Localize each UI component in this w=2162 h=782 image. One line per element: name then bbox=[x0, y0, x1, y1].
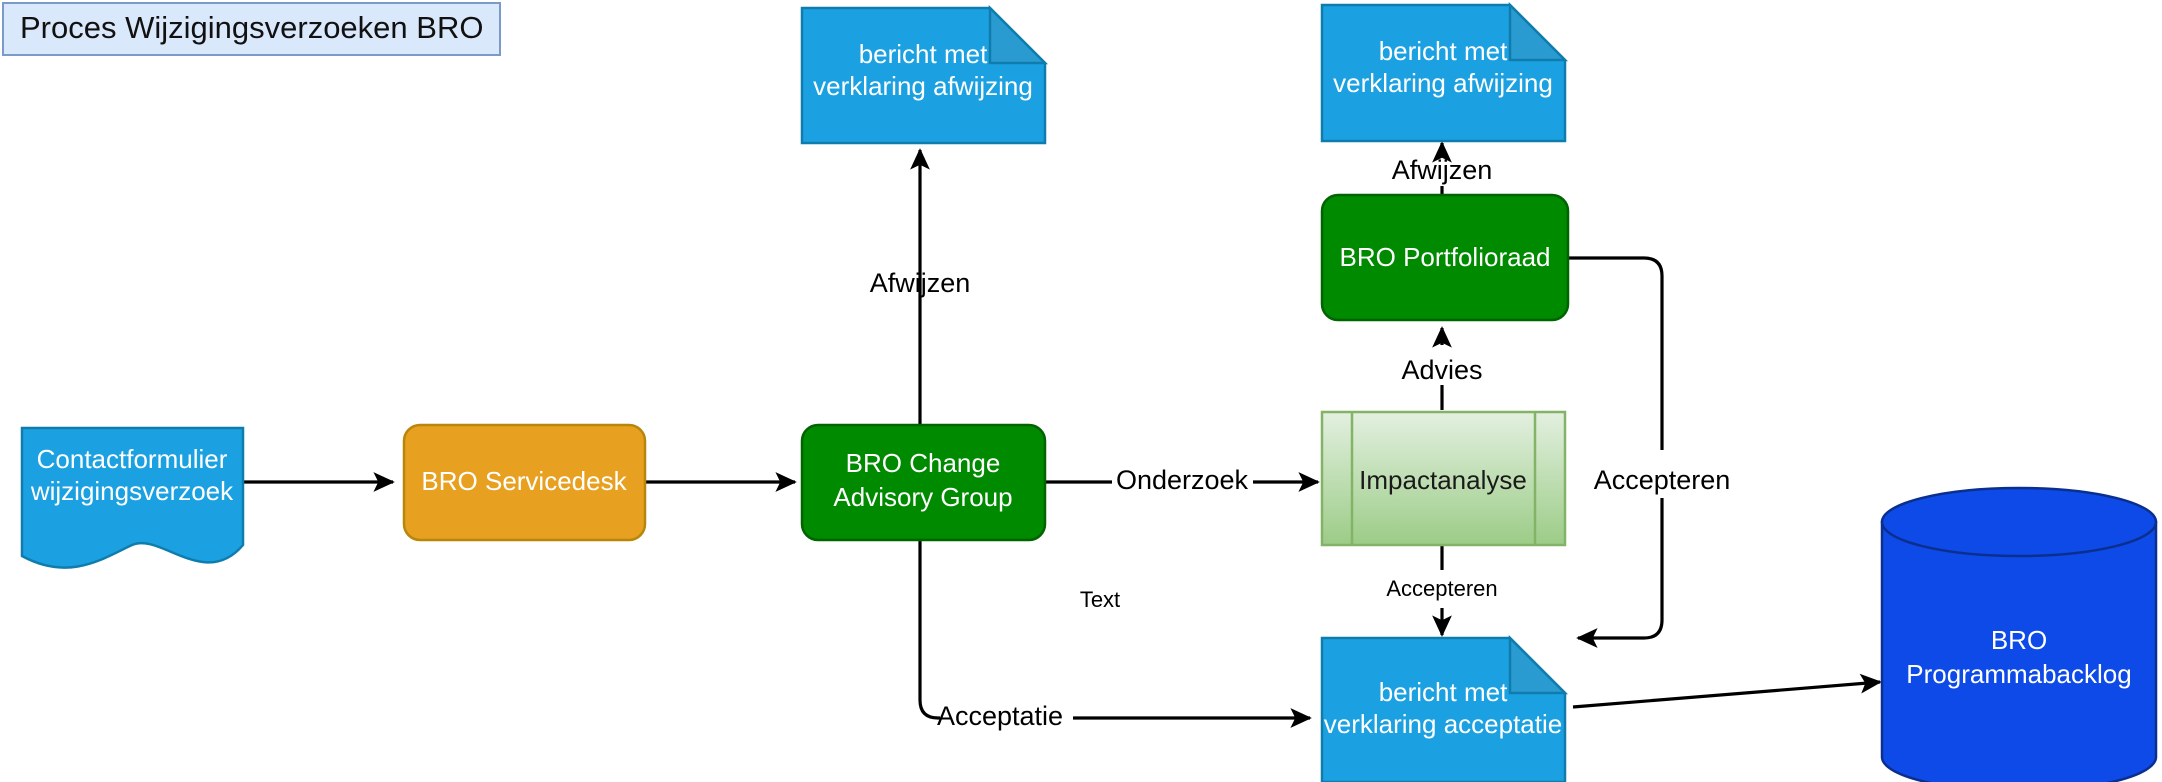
edge-label-afwijzen-right: Afwijzen bbox=[1392, 155, 1493, 185]
edge-label-advies: Advies bbox=[1401, 355, 1482, 385]
node-portfolioraad[interactable]: BRO Portfolioraad bbox=[1320, 193, 1570, 322]
edge-acceptatie-note-to-programmabacklog bbox=[1572, 673, 1882, 709]
edge-label-acceptatie: Acceptatie bbox=[937, 701, 1063, 731]
edge-label-accepteren-portfolio: Accepteren bbox=[1594, 465, 1731, 495]
node-contactformulier[interactable]: Contactformulier wijzigingsverzoek bbox=[20, 426, 245, 569]
edge-portfolioraad-accepteren-upper bbox=[1568, 256, 1664, 450]
edge-cag-down-acceptatie bbox=[918, 538, 940, 720]
node-impactanalyse[interactable]: Impactanalyse bbox=[1320, 410, 1567, 547]
edge-label-text: Text bbox=[1080, 587, 1120, 612]
diagram-title: Proces Wijzigingsverzoeken BRO bbox=[2, 2, 502, 56]
node-change-advisory-group[interactable]: BRO Change Advisory Group bbox=[800, 423, 1047, 542]
node-afwijzing-note-left[interactable]: bericht met verklaring afwijzing bbox=[800, 4, 1049, 145]
node-programmabacklog[interactable]: BRO Programmabacklog bbox=[1880, 486, 2158, 782]
node-afwijzing-note-right[interactable]: bericht met verklaring afwijzing bbox=[1320, 1, 1569, 143]
edge-label-afwijzen-left: Afwijzen bbox=[870, 268, 971, 298]
edge-accepteren-to-acceptatie-note-right bbox=[1576, 498, 1664, 648]
edge-label-accepteren-impact: Accepteren bbox=[1386, 576, 1497, 601]
edge-label-onderzoek: Onderzoek bbox=[1116, 465, 1249, 495]
node-servicedesk[interactable]: BRO Servicedesk bbox=[402, 423, 647, 542]
node-acceptatie-note[interactable]: bericht met verklaring acceptatie bbox=[1320, 634, 1569, 782]
